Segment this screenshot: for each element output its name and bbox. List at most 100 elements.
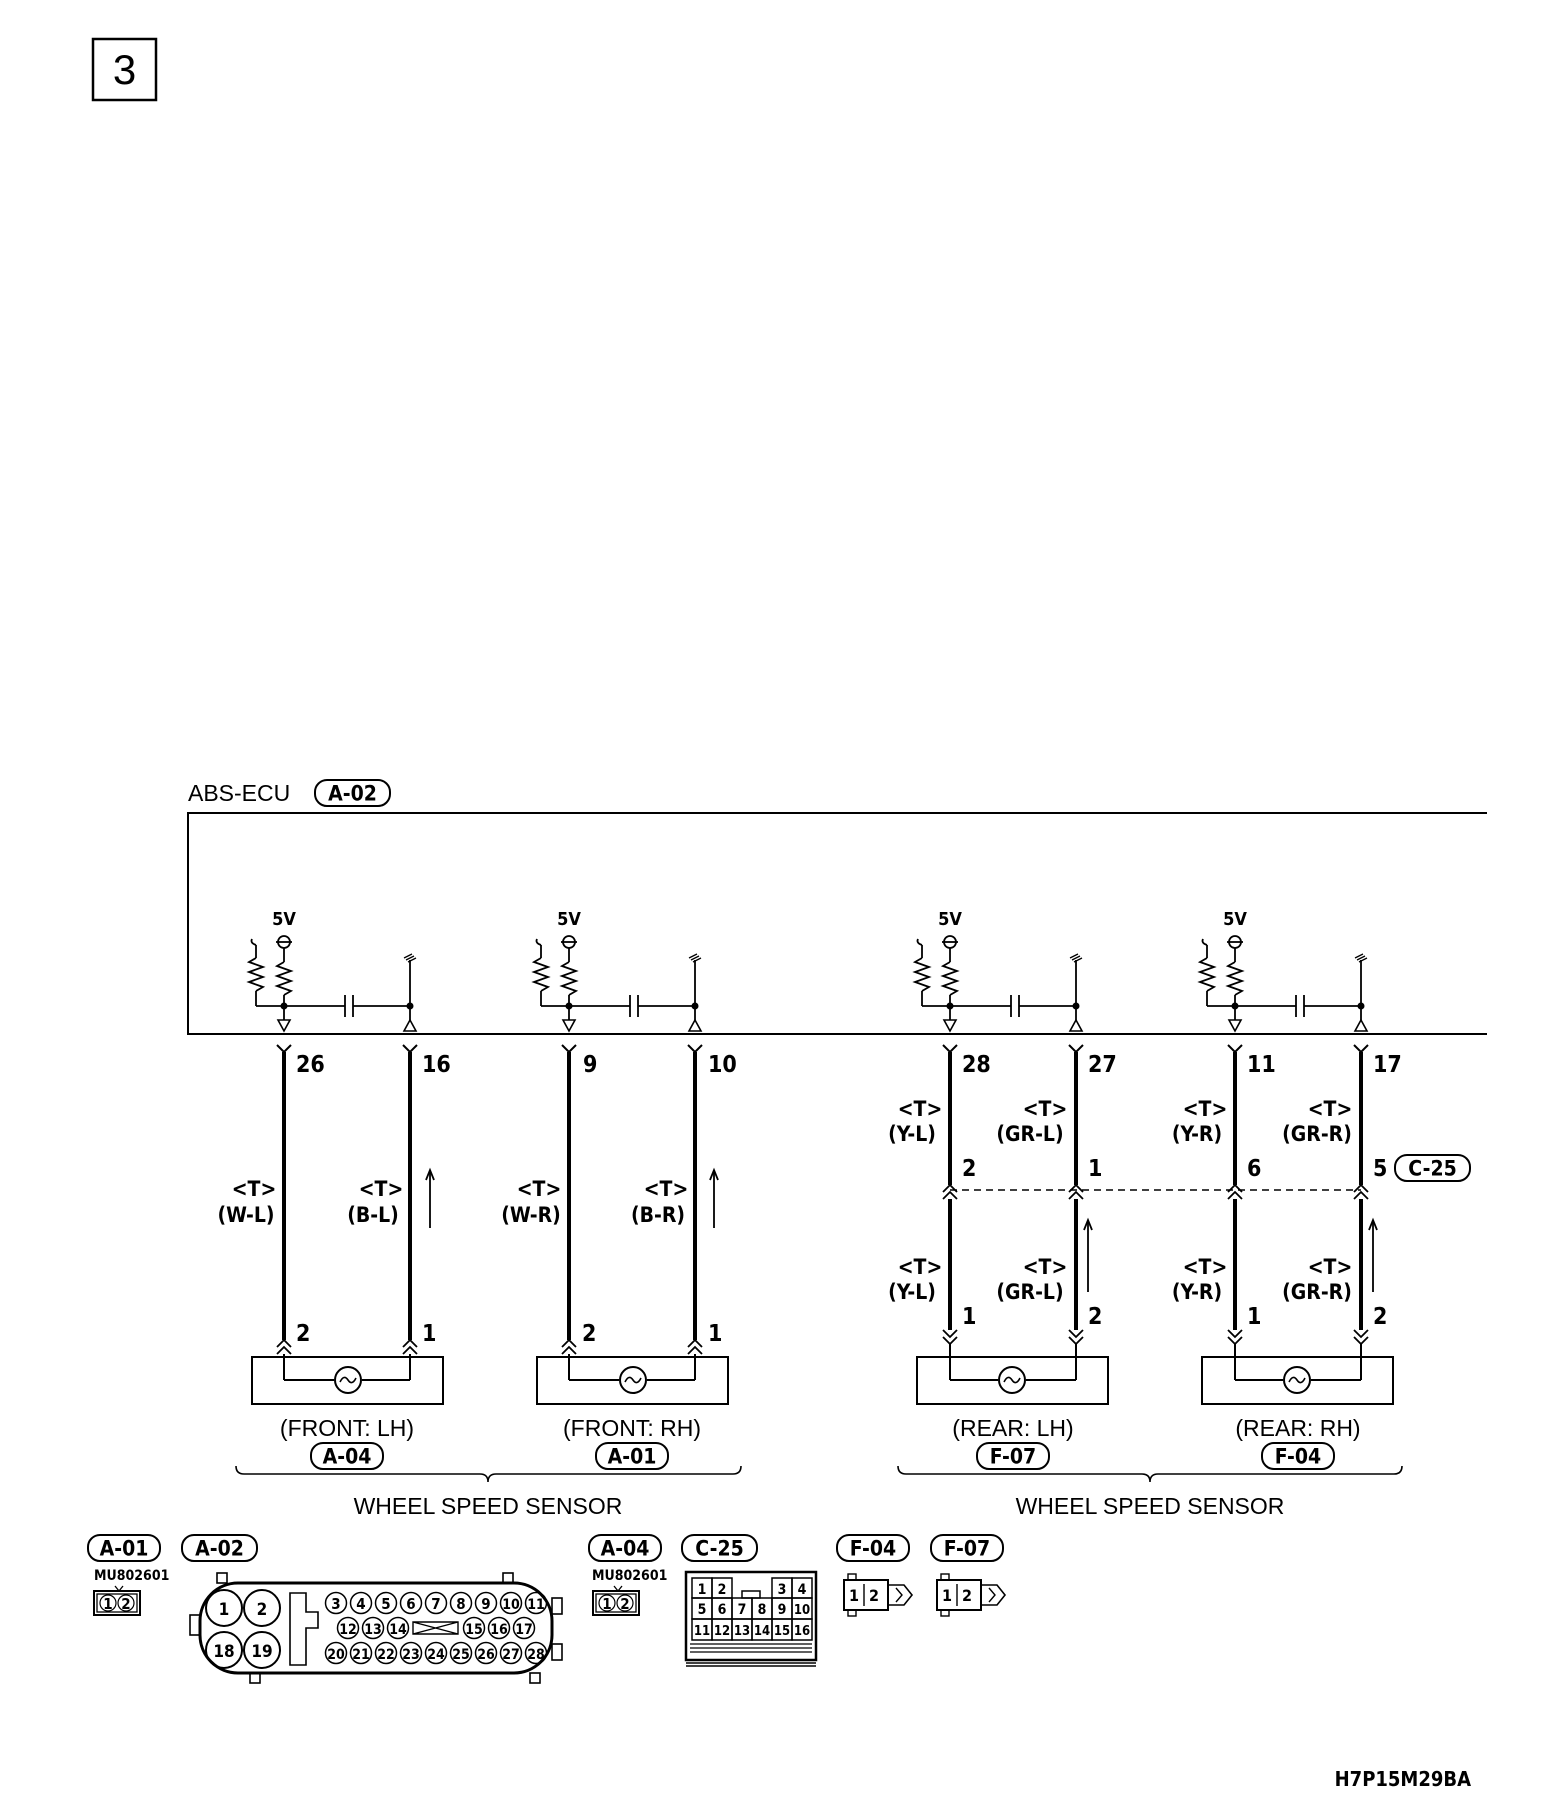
wire-prefix: <T>	[232, 1177, 277, 1201]
connector-view-f07: F-07 1 2	[930, 1534, 1007, 1617]
sensor-position-label: (FRONT: RH)	[563, 1415, 701, 1441]
connector-pin: 18	[213, 1642, 234, 1662]
connector-pin: 1	[849, 1586, 859, 1605]
connector-view-label: C-25	[695, 1537, 743, 1561]
ecu-pin-number: 27	[1088, 1052, 1117, 1078]
intermediate-pin-number: 2	[962, 1156, 976, 1182]
connector-part-number: MU802601	[94, 1568, 169, 1584]
connector-pin: 12	[714, 1624, 730, 1639]
group-label: WHEEL SPEED SENSOR	[1016, 1493, 1285, 1519]
connector-view-f04: F-04 1 2	[836, 1534, 914, 1617]
connector-pin: 13	[364, 1622, 382, 1638]
wire-color-label: (B-L)	[347, 1203, 399, 1227]
wire-color-label: (Y-L)	[888, 1122, 936, 1146]
connector-view-a01: A-01 MU802601 1 2	[87, 1534, 169, 1616]
wire-prefix: <T>	[1183, 1255, 1228, 1279]
sensor-pin-number: 2	[582, 1321, 596, 1347]
connector-pin: 11	[694, 1624, 710, 1639]
ecu-pin-number: 16	[422, 1052, 451, 1078]
connector-pin: 17	[515, 1622, 533, 1638]
connector-pin: 2	[620, 1595, 629, 1613]
connector-view-a02: A-02 1 2 18 19 3 4 5 6 7 8 9 10 11	[181, 1534, 563, 1684]
circuit-rear-rh: 11 17 <T> (Y-R) <T> (GR-R) 6 5 <T> (Y-R)…	[1172, 1044, 1402, 1470]
supply-voltage-label: 5V	[272, 909, 296, 930]
circuit-rear-lh: 28 27 <T> (Y-L) <T> (GR-L) 2 1 <T> (Y-L)…	[888, 1044, 1117, 1470]
ecu-internal-circuit-front-lh: 5V	[246, 909, 418, 1033]
connector-pin: 7	[738, 1602, 747, 1618]
connector-view-a04: A-04 MU802601 1 2	[588, 1534, 667, 1616]
connector-pin: 7	[431, 1595, 440, 1613]
group-brace-rear: WHEEL SPEED SENSOR	[897, 1465, 1403, 1519]
sensor-position-label: (FRONT: LH)	[280, 1415, 414, 1441]
connector-pin: 8	[758, 1602, 767, 1618]
connector-pin: 23	[402, 1647, 420, 1663]
sensor-pin-number: 2	[1373, 1304, 1387, 1330]
wheel-speed-sensor-front-lh	[251, 1356, 444, 1405]
wheel-speed-sensor-rear-lh	[916, 1356, 1109, 1405]
wire-color-label: (GR-R)	[1282, 1280, 1352, 1304]
connector-pin: 4	[798, 1582, 807, 1598]
circuit-front-rh: 9 10 <T> (W-R) <T> (B-R) 2 1 (FRONT: RH)…	[501, 1044, 737, 1470]
page-badge-number: 3	[113, 46, 136, 93]
sensor-connector-tag	[595, 1442, 669, 1470]
connector-view-label: F-07	[944, 1537, 990, 1561]
connector-pin: 13	[734, 1624, 750, 1639]
wire-prefix: <T>	[517, 1177, 562, 1201]
intermediate-pin-number: 1	[1088, 1156, 1102, 1182]
connector-pin: 11	[527, 1597, 545, 1613]
connector-view-label: A-02	[195, 1537, 244, 1561]
sensor-position-label: (REAR: RH)	[1235, 1415, 1360, 1441]
connector-pin: 2	[962, 1586, 972, 1605]
ecu-header: ABS-ECU A-02	[188, 779, 391, 807]
wire-prefix: <T>	[359, 1177, 404, 1201]
wire-color-label: (GR-R)	[1282, 1122, 1352, 1146]
wire-color-label: (Y-L)	[888, 1280, 936, 1304]
connector-pin: 28	[527, 1647, 545, 1663]
connector-pin: 9	[481, 1595, 490, 1613]
sensor-connector-label: F-04	[1275, 1445, 1321, 1469]
sensor-pin-number: 2	[1088, 1304, 1102, 1330]
connector-pin: 8	[456, 1595, 465, 1613]
sensor-pin-number: 1	[962, 1304, 976, 1330]
connector-key	[412, 1621, 459, 1635]
connector-pin: 27	[502, 1647, 520, 1663]
connector-pin: 9	[778, 1602, 787, 1618]
wire-color-label: (GR-L)	[996, 1280, 1063, 1304]
connector-view-label: F-04	[850, 1537, 896, 1561]
connector-pin: 22	[377, 1647, 395, 1663]
connector-pin: 12	[339, 1622, 357, 1638]
wheel-speed-sensor-rear-rh	[1201, 1356, 1394, 1405]
ecu-internal-circuit-front-rh	[533, 908, 702, 1032]
ecu-connector-label: A-02	[328, 782, 377, 806]
connector-pin: 2	[869, 1586, 879, 1605]
sensor-connector-tag	[1261, 1442, 1335, 1470]
intermediate-pin-number: 6	[1247, 1156, 1261, 1182]
connector-pin: 16	[794, 1624, 810, 1639]
sensor-pin-number: 2	[296, 1321, 310, 1347]
intermediate-connector-c25: C-25	[950, 1154, 1471, 1191]
sensor-position-label: (REAR: LH)	[952, 1415, 1073, 1441]
connector-view-label: A-04	[601, 1537, 650, 1561]
connector-pin: 10	[794, 1603, 810, 1618]
ecu-pin-number: 9	[583, 1052, 597, 1078]
connector-pin: 1	[219, 1600, 230, 1620]
ecu-pin-number: 17	[1373, 1052, 1402, 1078]
connector-pin: 6	[718, 1602, 727, 1618]
sensor-pin-number: 1	[1247, 1304, 1261, 1330]
wire-prefix: <T>	[1308, 1097, 1353, 1121]
wire-color-label: (GR-L)	[996, 1122, 1063, 1146]
figure-code: H7P15M29BA	[1335, 1767, 1471, 1791]
intermediate-connector-label: C-25	[1408, 1157, 1456, 1181]
wire-color-label: (W-R)	[501, 1203, 561, 1227]
connector-pin: 4	[356, 1595, 365, 1613]
connector-pin: 21	[352, 1647, 370, 1663]
connector-pin: 24	[427, 1647, 445, 1663]
wire-prefix: <T>	[898, 1255, 943, 1279]
ecu-pin-number: 28	[962, 1052, 991, 1078]
ecu-label: ABS-ECU	[188, 780, 290, 806]
connector-pin: 2	[121, 1595, 130, 1613]
connector-part-number: MU802601	[592, 1568, 667, 1584]
wheel-speed-sensor-front-rh	[536, 1356, 729, 1405]
wire-prefix: <T>	[1023, 1255, 1068, 1279]
wire-color-label: (Y-R)	[1172, 1122, 1222, 1146]
